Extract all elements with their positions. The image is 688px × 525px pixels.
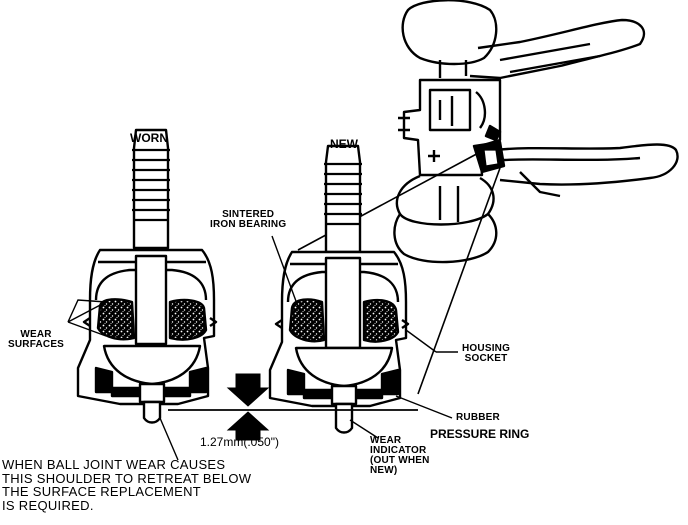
replacement-caption: WHEN BALL JOINT WEAR CAUSES THIS SHOULDE…: [2, 457, 252, 513]
new-label: NEW: [330, 137, 358, 151]
measurement-label: 1.27mm(.050"): [200, 435, 279, 449]
rubber-label: RUBBER: [456, 412, 500, 423]
measurement-indicator: [168, 373, 418, 441]
housing-socket-label: HOUSING SOCKET: [462, 343, 511, 364]
leader-lines: [67, 235, 458, 461]
wear-surfaces-label: WEAR SURFACES: [8, 329, 65, 350]
pressure-ring-label: PRESSURE RING: [430, 427, 530, 441]
new-ball-joint: [268, 144, 410, 434]
suspension-assembly: [393, 0, 679, 264]
worn-label: WORN: [130, 131, 168, 145]
worn-ball-joint: [76, 128, 218, 424]
wear-indicator-label: WEAR INDICATOR (OUT WHEN NEW): [370, 435, 430, 476]
sintered-iron-bearing-label: SINTERED IRON BEARING: [210, 209, 287, 230]
